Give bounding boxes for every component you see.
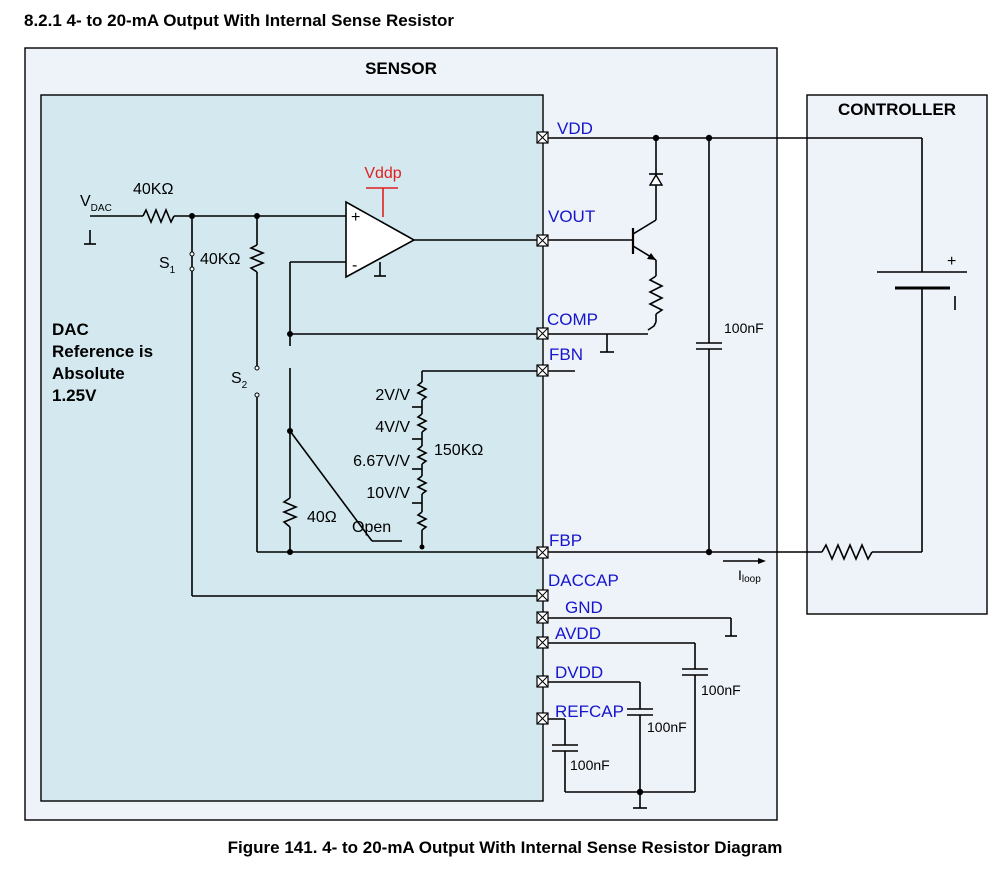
pin-avdd: AVDD bbox=[536, 624, 601, 649]
pin-daccap: DACCAP bbox=[536, 571, 619, 602]
vdd-capacitor: 100nF bbox=[696, 138, 764, 552]
svg-text:100nF: 100nF bbox=[724, 320, 764, 336]
junction bbox=[287, 549, 293, 555]
svg-text:2V/V: 2V/V bbox=[375, 387, 410, 404]
controller-label: CONTROLLER bbox=[838, 100, 956, 119]
pin-comp: COMP bbox=[536, 310, 598, 340]
svg-text:10V/V: 10V/V bbox=[366, 485, 410, 502]
vddp-supply: Vddp bbox=[364, 165, 402, 217]
sensor-label: SENSOR bbox=[365, 59, 437, 78]
svg-text:VDD: VDD bbox=[557, 119, 593, 138]
svg-text:VDAC: VDAC bbox=[80, 193, 112, 214]
svg-text:AVDD: AVDD bbox=[555, 624, 601, 643]
svg-text:1.25V: 1.25V bbox=[52, 386, 97, 405]
svg-text:COMP: COMP bbox=[547, 310, 598, 329]
pin-fbp: FBP bbox=[536, 531, 582, 559]
svg-text:DVDD: DVDD bbox=[555, 663, 603, 682]
gain-resistor-ladder: 2V/V 4V/V 6.67V/V 10V/V 150KΩ bbox=[353, 370, 539, 550]
svg-text:DAC: DAC bbox=[52, 320, 89, 339]
svg-text:Iloop: Iloop bbox=[738, 567, 761, 585]
svg-text:4V/V: 4V/V bbox=[375, 419, 410, 436]
svg-text:6.67V/V: 6.67V/V bbox=[353, 453, 410, 470]
transistor bbox=[548, 219, 657, 261]
op-amp: + - bbox=[290, 200, 539, 279]
feedback-resistor: 40KΩ bbox=[200, 216, 266, 366]
svg-text:100nF: 100nF bbox=[647, 719, 687, 735]
gnd-ground bbox=[548, 617, 737, 637]
switch-s1: S1 bbox=[159, 216, 539, 597]
dac-block bbox=[40, 94, 544, 802]
sense-resistor: 40Ω bbox=[281, 497, 337, 552]
refcap-capacitor: 100nF bbox=[548, 718, 610, 792]
input-resistor-label: 40KΩ bbox=[133, 181, 173, 198]
svg-text:100nF: 100nF bbox=[570, 757, 610, 773]
svg-text:+: + bbox=[351, 209, 360, 226]
load-resistor bbox=[821, 542, 922, 562]
svg-text:-: - bbox=[352, 257, 357, 274]
controller-block bbox=[806, 94, 988, 615]
svg-text:150KΩ: 150KΩ bbox=[434, 442, 483, 459]
feedback-resistor-label: 40KΩ bbox=[200, 251, 240, 268]
loop-current-arrow: Iloop bbox=[723, 558, 766, 585]
wire bbox=[647, 321, 657, 331]
vdac-input: VDAC bbox=[80, 193, 143, 245]
svg-text:S1: S1 bbox=[159, 255, 176, 276]
junction bbox=[287, 331, 293, 337]
gain-select-switch: Open bbox=[289, 430, 402, 542]
svg-text:DACCAP: DACCAP bbox=[548, 571, 619, 590]
pin-gnd: GND bbox=[536, 598, 603, 624]
diode bbox=[648, 138, 664, 220]
battery: + bbox=[877, 138, 967, 552]
svg-text:Open: Open bbox=[352, 519, 391, 536]
svg-text:FBN: FBN bbox=[549, 345, 583, 364]
pin-dvdd: DVDD bbox=[536, 663, 603, 688]
svg-text:FBP: FBP bbox=[549, 531, 582, 550]
dac-reference-note: DAC Reference is Absolute 1.25V bbox=[52, 320, 153, 405]
switch-s2: S2 bbox=[231, 365, 260, 552]
figure-caption: Figure 141. 4- to 20-mA Output With Inte… bbox=[228, 838, 783, 857]
svg-text:S2: S2 bbox=[231, 370, 248, 391]
svg-text:Reference is: Reference is bbox=[52, 342, 153, 361]
svg-text:+: + bbox=[947, 253, 956, 270]
svg-text:GND: GND bbox=[565, 598, 603, 617]
section-title: 8.2.1 4- to 20-mA Output With Internal S… bbox=[24, 11, 454, 30]
emitter-resistor bbox=[648, 260, 664, 322]
avdd-capacitor: 100nF bbox=[548, 642, 741, 792]
comp-ground bbox=[600, 334, 614, 353]
svg-text:VOUT: VOUT bbox=[548, 207, 595, 226]
svg-text:Vddp: Vddp bbox=[364, 165, 401, 182]
svg-text:100nF: 100nF bbox=[701, 682, 741, 698]
svg-text:REFCAP: REFCAP bbox=[555, 702, 624, 721]
svg-text:Absolute: Absolute bbox=[52, 364, 125, 383]
svg-text:40Ω: 40Ω bbox=[307, 509, 337, 526]
dvdd-capacitor: 100nF bbox=[548, 681, 687, 792]
bottom-ground bbox=[565, 788, 695, 809]
